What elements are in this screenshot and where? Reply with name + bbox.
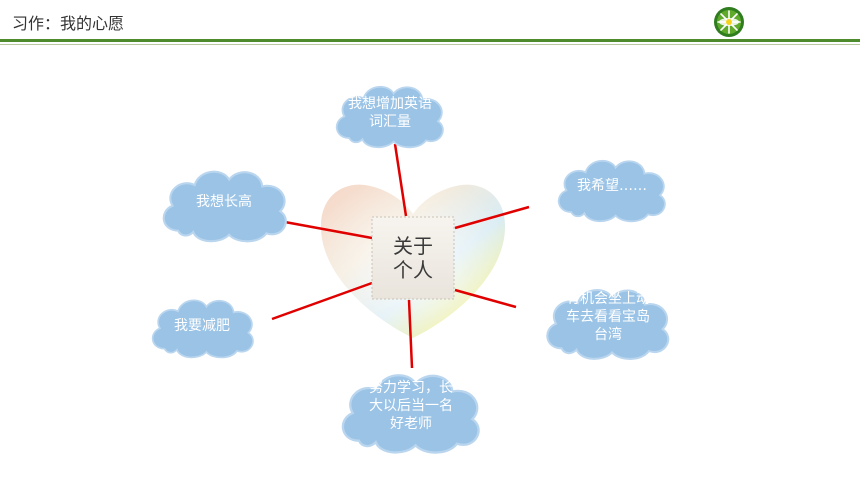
- node-label-lower-right: 有机会坐上动 车去看看宝岛 台湾: [566, 291, 650, 343]
- header-rule-thin: [0, 44, 860, 45]
- node-label-top: 我想增加英语 词汇量: [348, 96, 432, 130]
- connector-upper-left: [273, 218, 373, 240]
- connector-bottom: [407, 299, 414, 369]
- node-label-lower-left: 我要减肥: [174, 318, 230, 334]
- connector-upper-right: [454, 205, 530, 230]
- center-box: [371, 216, 455, 300]
- connector-top: [393, 143, 408, 217]
- node-label-bottom: 努力学习，长 大以后当一名 好老师: [369, 380, 453, 432]
- header-rule: [0, 39, 860, 42]
- center-label: 关于 个人: [393, 234, 433, 282]
- node-label-upper-left: 我想长高: [196, 194, 252, 210]
- green-sunburst-logo-icon: [714, 7, 744, 37]
- connector-lower-right: [454, 288, 517, 309]
- header-title: 习作：我的心愿: [12, 14, 125, 33]
- node-label-upper-right: 我希望……: [577, 178, 647, 194]
- connector-lower-left: [271, 281, 373, 321]
